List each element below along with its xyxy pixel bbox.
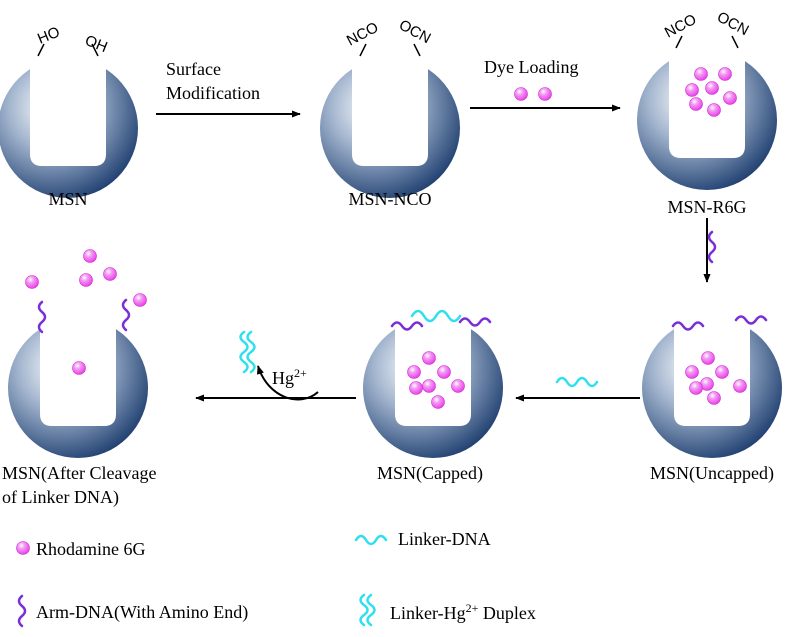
arm-dna-added-icon	[707, 230, 717, 264]
dye-ball	[701, 351, 715, 365]
linker-dna-bridge	[410, 309, 462, 323]
dye-loading-label: Dye Loading	[484, 57, 579, 77]
arm-dna	[121, 298, 131, 332]
msn-cleaved-label-line1: MSN(After Cleavage	[2, 463, 157, 483]
sphere-msn-cleaved	[8, 318, 148, 458]
dye-ball	[685, 83, 699, 97]
msn-cleaved-label-line2: of Linker DNA)	[2, 487, 119, 507]
hg-label-charge: 2+	[294, 366, 307, 380]
arm-dna	[458, 317, 492, 327]
msn-label: MSN	[48, 189, 88, 209]
dye-ball	[25, 275, 39, 289]
arm-dnas	[17, 230, 768, 628]
dye-ball	[103, 267, 117, 281]
legend-rhodamine: Rhodamine 6G	[36, 539, 146, 559]
oh-group-label: OH	[83, 32, 110, 56]
dye-ball	[422, 379, 436, 393]
dye-ball	[409, 381, 423, 395]
dye-ball	[715, 365, 729, 379]
surface-step-label-line1: Surface	[166, 59, 221, 79]
ocn-group-label-2: OCN	[714, 9, 751, 40]
arm-dna	[37, 300, 47, 334]
ocn-group-label-1: OCN	[396, 17, 433, 48]
duplex-legend-icon	[359, 593, 376, 627]
dye-ball	[514, 87, 528, 101]
dye-ball	[705, 81, 719, 95]
dye-ball	[723, 91, 737, 105]
legend-duplex: Linker-Hg2+ Duplex	[390, 597, 536, 624]
nco-group-label-2: NCO	[662, 11, 699, 42]
ho-group-label: HO	[35, 24, 62, 48]
arm-dna	[671, 321, 705, 331]
hg-label-base: Hg	[272, 368, 294, 388]
dye-ball	[83, 249, 97, 263]
msn-uncapped-label: MSN(Uncapped)	[650, 463, 774, 483]
sphere-msn	[0, 58, 138, 198]
dye-ball	[79, 273, 93, 287]
nco-group-label-1: NCO	[344, 19, 381, 50]
dye-ball	[422, 351, 436, 365]
dye-ball	[685, 365, 699, 379]
arrows	[156, 104, 711, 402]
dye-ball	[72, 361, 86, 375]
arrow-hg-curved	[256, 365, 319, 401]
msn-r6g-label: MSN-R6G	[667, 197, 747, 217]
msn-nco-label: MSN-NCO	[348, 189, 432, 209]
dye-ball-legend-icon	[16, 541, 30, 555]
bonds	[37, 35, 739, 57]
arm-dna	[734, 315, 768, 325]
linker-dna-capping	[555, 376, 599, 388]
dye-balls	[16, 67, 747, 555]
dye-ball	[431, 395, 445, 409]
legend-duplex-suffix: Duplex	[478, 603, 536, 623]
dye-ball	[707, 391, 721, 405]
dye-ball	[689, 381, 703, 395]
arm-dna	[390, 321, 424, 331]
dye-ball	[407, 365, 421, 379]
linker-dna-legend-icon	[354, 534, 388, 546]
dye-ball	[733, 379, 747, 393]
hg-label: Hg2+	[272, 362, 307, 389]
dye-ball	[133, 293, 147, 307]
dye-ball	[718, 67, 732, 81]
dye-ball	[437, 365, 451, 379]
legend-duplex-prefix: Linker-Hg	[390, 603, 466, 623]
dye-ball	[694, 67, 708, 81]
dye-ball	[538, 87, 552, 101]
arm-dna-legend-icon	[17, 594, 27, 628]
legend-arm-dna: Arm-DNA(With Amino End)	[36, 602, 249, 622]
dye-ball	[707, 103, 721, 117]
msn-capped-label: MSN(Capped)	[377, 463, 483, 483]
legend-linker-dna: Linker-DNA	[398, 529, 491, 549]
dye-ball	[689, 97, 703, 111]
surface-step-label-line2: Modification	[166, 83, 260, 103]
dye-ball	[451, 379, 465, 393]
sphere-msn-nco	[320, 58, 460, 198]
legend-duplex-charge: 2+	[465, 601, 479, 615]
duplex-icon-released	[239, 330, 256, 374]
